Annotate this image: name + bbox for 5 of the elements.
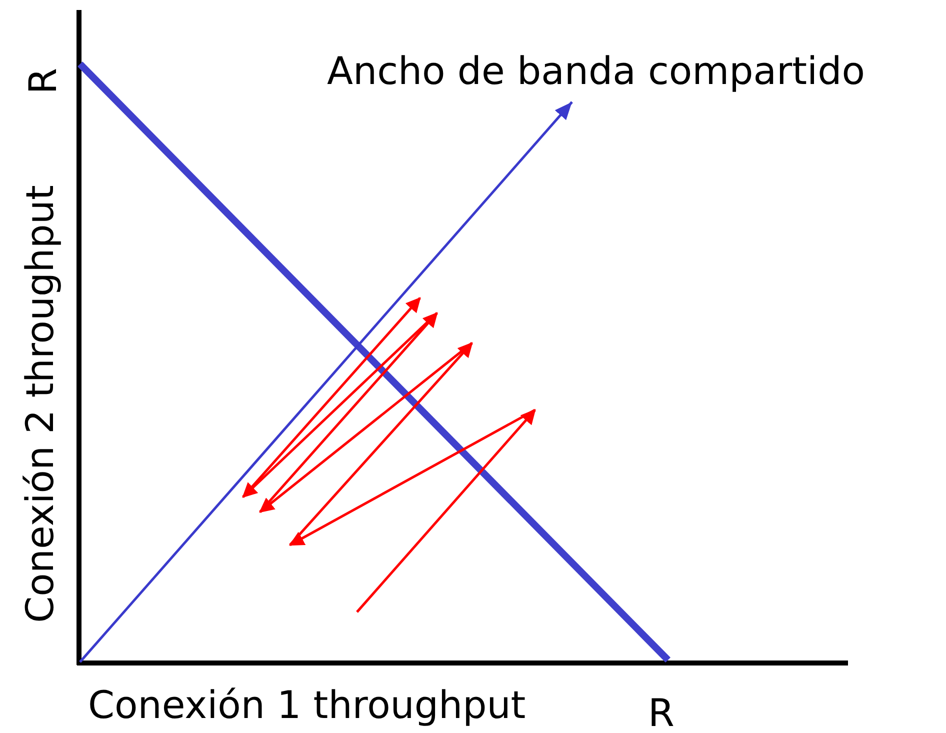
axis-max-label: R [24,68,62,94]
axis-title: Conexión 1 throughput [88,686,526,724]
line-label: Ancho de banda compartido [327,52,865,90]
axis-title: Conexión 2 throughput [20,185,59,623]
axis-max-label: R [648,694,674,732]
